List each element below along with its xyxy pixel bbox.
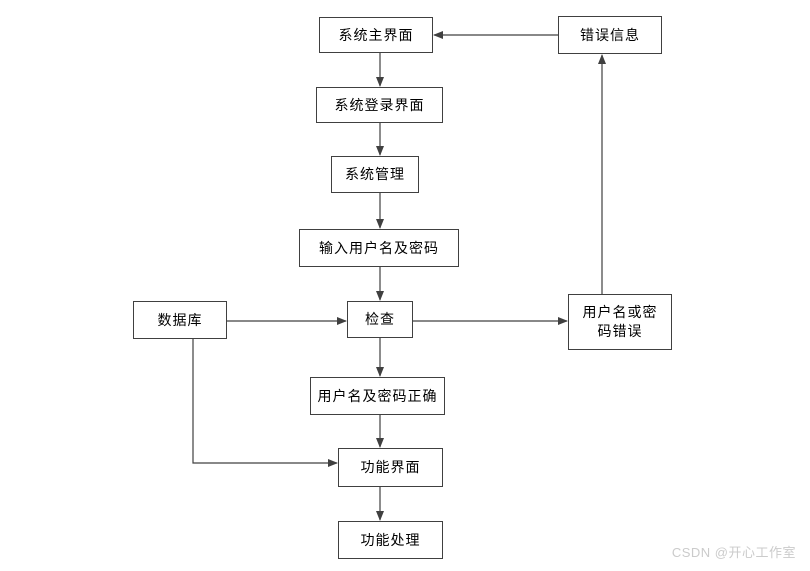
flow-node-database: 数据库 bbox=[133, 301, 227, 339]
edge-db-to-funcui bbox=[192, 339, 338, 467]
flow-node-label: 用户名或密码错误 bbox=[582, 304, 658, 339]
csdn-watermark: CSDN @开心工作室 bbox=[671, 545, 796, 560]
flow-node-correct-credentials: 用户名及密码正确 bbox=[310, 377, 445, 415]
flow-node-label: 系统登录界面 bbox=[334, 96, 425, 113]
flow-node-wrong-credentials: 用户名或密码错误 bbox=[568, 294, 672, 350]
flow-node-label: 检查 bbox=[365, 311, 395, 327]
flow-node-system-manage: 系统管理 bbox=[331, 156, 419, 193]
flow-node-input-credentials: 输入用户名及密码 bbox=[299, 229, 459, 267]
flow-node-label: 系统主界面 bbox=[338, 26, 414, 43]
flow-node-label: 系统管理 bbox=[345, 166, 405, 182]
flow-node-main-screen: 系统主界面 bbox=[319, 17, 433, 53]
flow-node-label: 数据库 bbox=[157, 311, 203, 328]
flow-node-error-info: 错误信息 bbox=[558, 16, 662, 54]
flow-node-label: 用户名及密码正确 bbox=[317, 387, 438, 404]
flow-node-function-ui: 功能界面 bbox=[338, 448, 443, 487]
flow-node-label: 功能界面 bbox=[360, 459, 421, 475]
flow-node-label: 功能处理 bbox=[360, 531, 421, 548]
flow-node-check: 检查 bbox=[347, 301, 413, 338]
flow-node-function-process: 功能处理 bbox=[338, 521, 443, 559]
flow-node-label: 错误信息 bbox=[580, 26, 640, 43]
flow-node-login-screen: 系统登录界面 bbox=[316, 87, 443, 123]
flow-node-label: 输入用户名及密码 bbox=[319, 239, 439, 256]
